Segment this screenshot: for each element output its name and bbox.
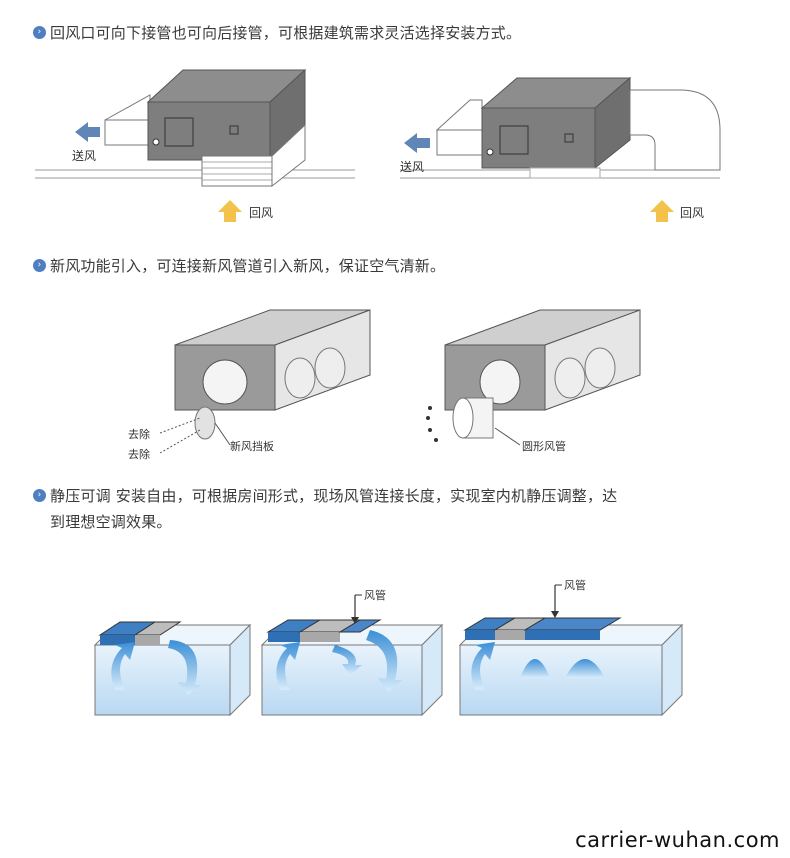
fresh-air-diagram: 去除 去除 新风挡板 圆形风管 [128,309,641,461]
fresh-air-baffle-plate [194,406,216,440]
fresh-air-baffle-label: 新风挡板 [230,439,274,453]
installation-diagram: 送风 回风 送风 回风 [35,68,721,222]
section-2-heading-text: 新风功能引入，可连接新风管道引入新风，保证空气清新。 [50,257,446,275]
return-duct-elbow [629,89,721,171]
return-label-left: 回风 [249,206,273,220]
duct-label-mid: 风管 [364,588,386,602]
return-label-right: 回风 [680,206,704,220]
section-2-heading: › 新风功能引入，可连接新风管道引入新风，保证空气清新。 [33,253,445,279]
return-duct-bellows [201,123,306,188]
supply-label-left: 送风 [72,148,96,163]
section-1-heading: › 回风口可向下接管也可向后接管，可根据建筑需求灵活选择安装方式。 [33,20,521,46]
round-duct-label: 圆形风管 [522,439,566,453]
chevron-right-icon: › [33,489,46,502]
indoor-unit-round-duct [444,309,641,411]
chevron-right-icon: › [33,26,46,39]
duct-label-right: 风管 [564,578,586,592]
room-2 [260,619,444,717]
arrow-up-icon [218,200,242,222]
arrow-up-icon [650,200,674,222]
round-duct [452,397,494,439]
room-1 [93,621,252,717]
static-pressure-diagram: 风管 风管 [93,578,684,717]
remove-label-2: 去除 [128,447,150,461]
supply-label-right: 送风 [400,159,424,174]
chevron-right-icon: › [33,259,46,272]
indoor-unit-baffle [174,309,371,411]
arrow-left-icon [404,133,430,153]
section-3-heading-text: 静压可调 安装自由，可根据房间形式，现场风管连接长度，实现室内机静压调整，达 到… [50,487,618,531]
arrow-left-icon [75,122,100,142]
section-1-heading-text: 回风口可向下接管也可向后接管，可根据建筑需求灵活选择安装方式。 [50,24,522,42]
remove-label-1: 去除 [128,427,150,441]
section-3-heading: › 静压可调 安装自由，可根据房间形式，现场风管连接长度，实现室内机静压调整，达… [33,483,617,535]
watermark: carrier-wuhan.com [575,828,780,852]
room-3 [458,617,684,717]
indoor-unit-right [480,76,632,170]
